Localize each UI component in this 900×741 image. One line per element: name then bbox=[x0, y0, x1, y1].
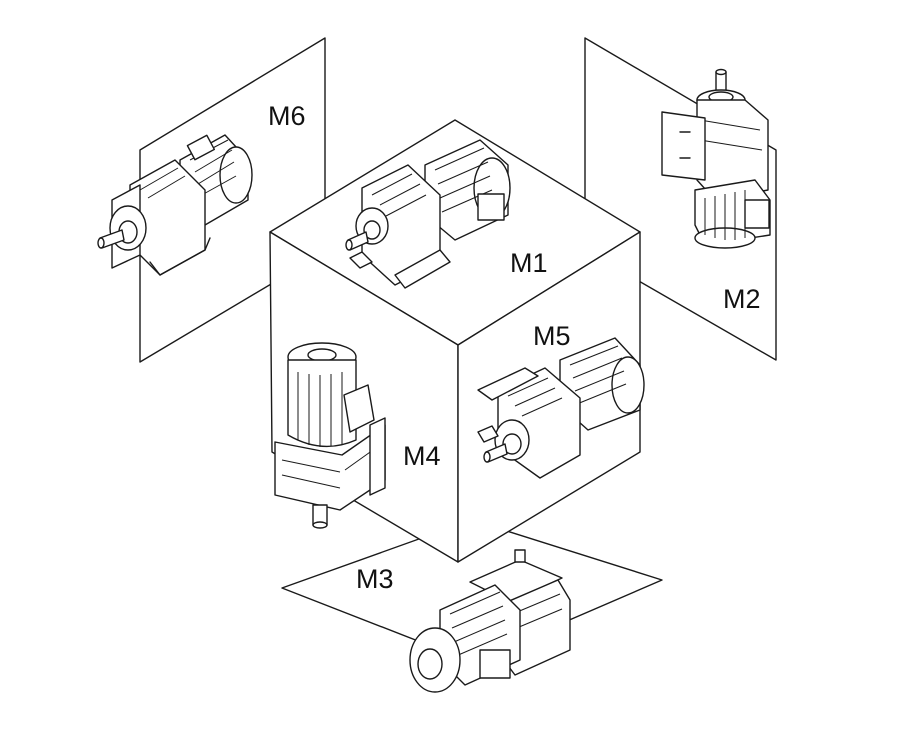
label-m1: M1 bbox=[510, 248, 548, 278]
m5-gearmotor bbox=[477, 337, 645, 479]
label-m5: M5 bbox=[533, 321, 571, 351]
m4-gearmotor bbox=[274, 342, 386, 529]
label-m4: M4 bbox=[403, 441, 441, 471]
label-m3: M3 bbox=[356, 564, 394, 594]
label-m2: M2 bbox=[723, 284, 761, 314]
m3-gearmotor bbox=[409, 549, 571, 693]
m1-gearmotor bbox=[345, 139, 511, 289]
m6-gearmotor bbox=[97, 134, 253, 276]
label-m6: M6 bbox=[268, 101, 306, 131]
m3-mounting-plane bbox=[281, 519, 663, 663]
m2-gearmotor bbox=[661, 68, 771, 249]
